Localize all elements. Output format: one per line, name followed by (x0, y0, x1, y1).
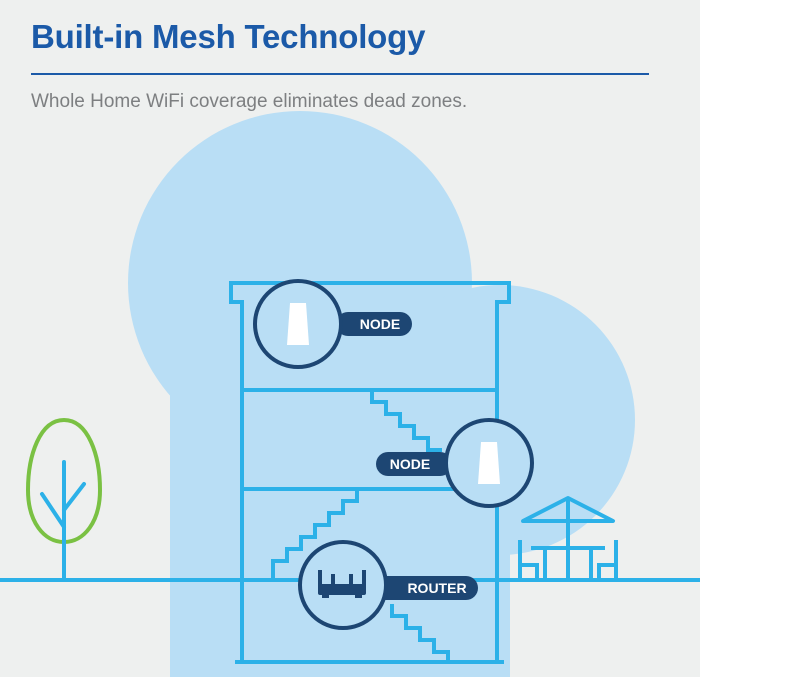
infographic-panel: Built-in Mesh Technology Whole Home WiFi… (0, 0, 700, 677)
picnic-table-icon (518, 496, 618, 580)
node-device-icon (478, 442, 500, 484)
node-middle: NODE (376, 418, 534, 508)
node-middle-label: NODE (390, 456, 430, 472)
router-badge (370, 576, 478, 600)
tree-icon (25, 417, 103, 582)
node-top: NODE (253, 279, 412, 369)
node-top-badge (336, 312, 412, 336)
node-middle-badge (376, 452, 452, 476)
router-device-icon (318, 570, 366, 598)
node-device-icon (287, 303, 309, 345)
node-top-label: NODE (360, 316, 400, 332)
page-title: Built-in Mesh Technology (31, 18, 426, 55)
mesh-house-diagram: NODE NODE ROUTER (0, 111, 700, 677)
staircase (271, 390, 450, 662)
router-label: ROUTER (407, 580, 466, 596)
router: ROUTER (298, 540, 478, 630)
title-divider (31, 73, 649, 75)
page-subtitle: Whole Home WiFi coverage eliminates dead… (31, 91, 468, 112)
